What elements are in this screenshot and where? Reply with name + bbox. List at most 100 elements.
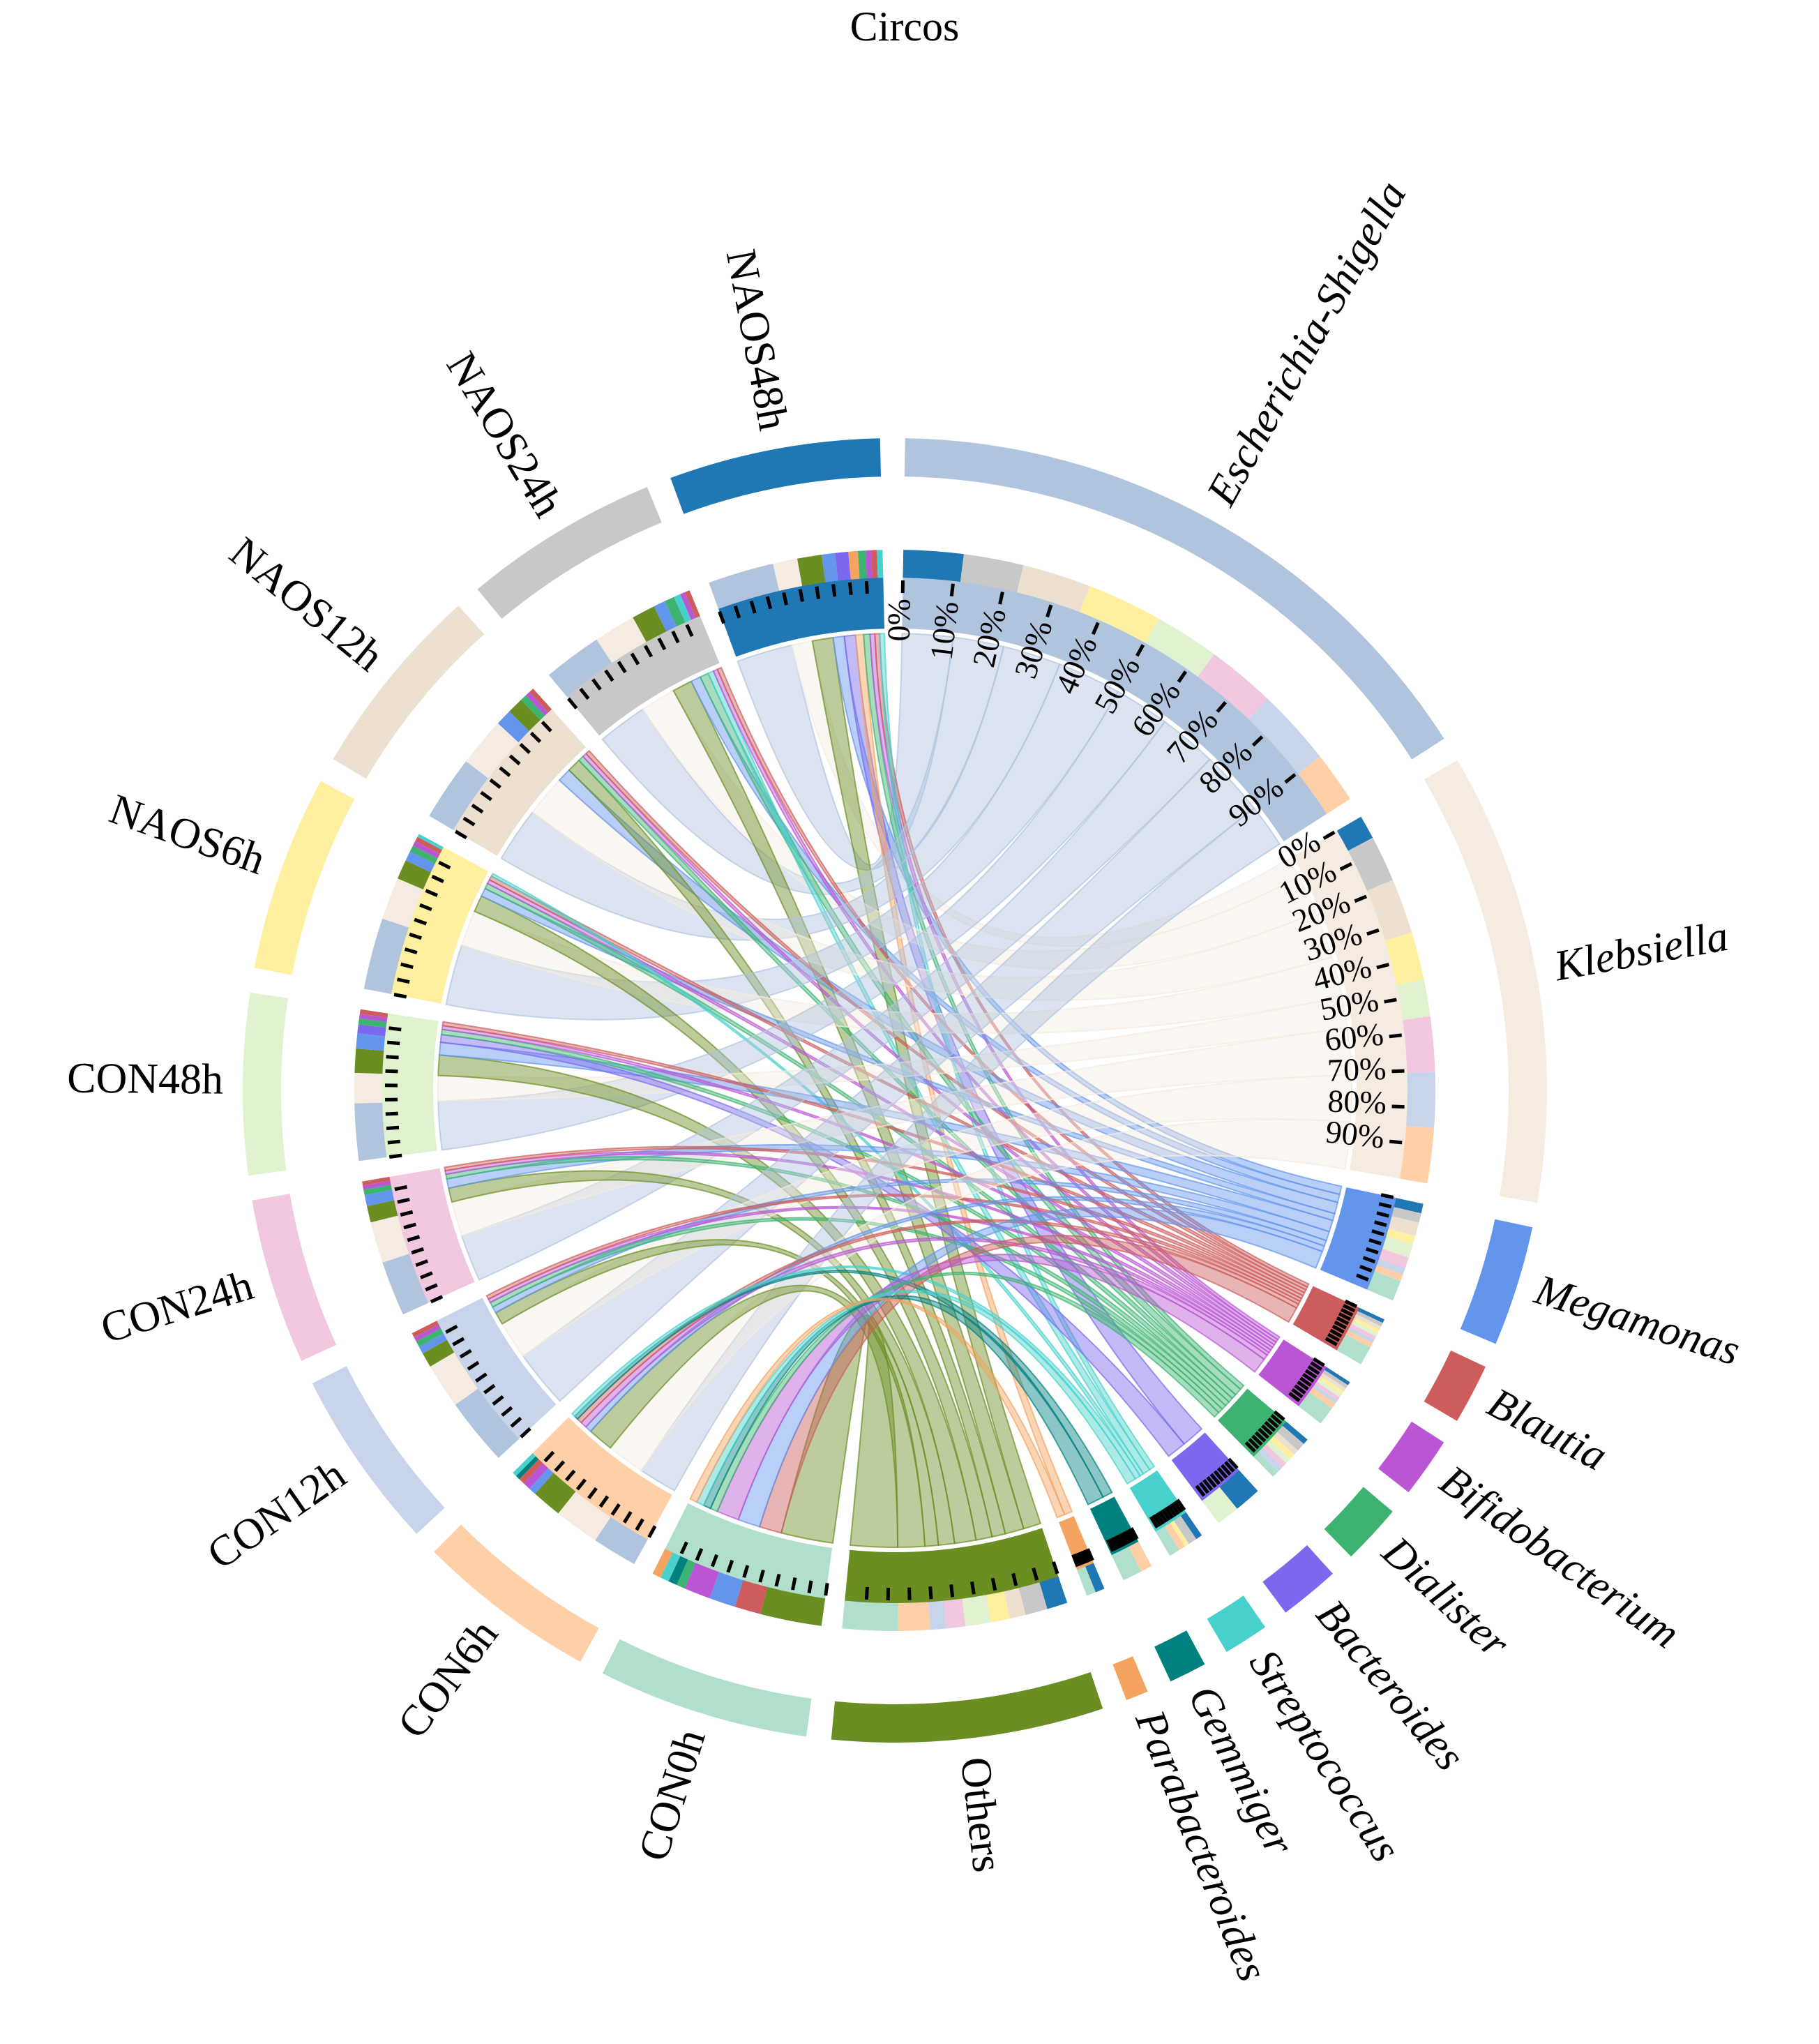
tick-dialister-3 xyxy=(1264,1420,1276,1432)
stack-bifidobacterium-naos24h xyxy=(1322,1369,1348,1389)
tick-naos24h-7 xyxy=(657,637,667,651)
stack-con48h-others xyxy=(354,1049,384,1074)
stack-con6h-streptococcus xyxy=(513,1453,536,1476)
outer-arc-bacteroides xyxy=(1262,1545,1333,1613)
tick-klebsiella-8 xyxy=(1391,1104,1405,1109)
stack-streptococcus-naos48h xyxy=(1180,1512,1202,1540)
chord-con6h-bifidobacterium xyxy=(580,1237,1269,1428)
tick-megamonas-7 xyxy=(1362,1256,1376,1264)
tick-con24h-0 xyxy=(430,1295,444,1304)
tick-con24h-1 xyxy=(425,1283,438,1292)
stack-con12h-bifidobacterium xyxy=(414,1324,441,1342)
tick-parabacteroides-0 xyxy=(1086,1548,1094,1561)
tick-gemmiger-2 xyxy=(1124,1530,1134,1543)
tick-dialister-9 xyxy=(1244,1441,1256,1453)
inner-arc-naos24h xyxy=(564,613,720,736)
tick-streptococcus-0 xyxy=(1175,1498,1186,1512)
tick-dialister-0 xyxy=(1273,1410,1285,1422)
tick-parabacteroides-9 xyxy=(1071,1554,1080,1568)
tick-blautia-0 xyxy=(1344,1299,1358,1309)
tick-naos48h-1 xyxy=(733,605,741,619)
outer-arc-con6h xyxy=(434,1524,599,1662)
stack-bifidobacterium-naos48h xyxy=(1324,1367,1350,1385)
tick-naos6h-7 xyxy=(425,889,438,897)
tick-naos12h-0 xyxy=(454,829,467,840)
stack-naos24h-streptococcus xyxy=(674,594,691,623)
tick-con0h-7 xyxy=(710,1554,719,1568)
stack-naos12h-others xyxy=(509,700,541,731)
tick-escherichia-shigella-6 xyxy=(1177,670,1188,683)
stack-con6h-klebsiella xyxy=(558,1491,611,1540)
stack-escherichia-shigella-naos48h xyxy=(903,550,964,582)
tick-con0h-2 xyxy=(790,1577,797,1591)
tick-bacteroides-6 xyxy=(1206,1475,1217,1488)
outer-arc-con0h xyxy=(602,1639,812,1737)
stack-con24h-blautia xyxy=(362,1176,391,1186)
tick-megamonas-4 xyxy=(1371,1229,1384,1236)
outer-arc-con12h xyxy=(312,1366,445,1534)
tick-megamonas-6 xyxy=(1366,1247,1379,1255)
tick-escherichia-shigella-5 xyxy=(1135,644,1145,657)
tick-con0h-9 xyxy=(679,1541,688,1554)
chord-con24h-dialister xyxy=(445,1156,1227,1411)
tick-con6h-9 xyxy=(543,1450,555,1463)
stack-naos6h-megamonas xyxy=(405,851,435,873)
stack-blautia-con12h xyxy=(1348,1327,1375,1344)
stack-naos6h-streptococcus xyxy=(417,834,444,850)
stack-con0h-dialister xyxy=(677,1559,696,1589)
tick-others-2 xyxy=(1011,1572,1018,1586)
tick-naos12h-5 xyxy=(499,766,511,777)
stack-naos6h-bifidobacterium xyxy=(412,841,440,859)
stack-con48h-dialister xyxy=(358,1018,387,1028)
stack-others-naos48h xyxy=(1039,1576,1068,1609)
tick-naos24h-9 xyxy=(685,624,694,638)
stack-bifidobacterium-con48h xyxy=(1316,1378,1342,1398)
tick-escherichia-shigella-8 xyxy=(1251,735,1264,747)
tick-klebsiella-9 xyxy=(1389,1139,1403,1145)
tick-bacteroides-7 xyxy=(1202,1479,1214,1491)
stack-naos12h-dialister xyxy=(521,695,545,721)
stack-megamonas-naos12h xyxy=(1388,1216,1419,1237)
tick-megamonas-1 xyxy=(1378,1202,1392,1209)
stack-streptococcus-naos24h xyxy=(1173,1516,1197,1545)
stack-con48h-klebsiella xyxy=(354,1072,383,1104)
tick-con12h-4 xyxy=(483,1383,496,1395)
stack-naos24h-dialister xyxy=(664,596,686,626)
tick-blautia-1 xyxy=(1342,1303,1356,1313)
label-con24h: CON24h xyxy=(96,1261,259,1353)
inner-arc-con24h xyxy=(386,1168,475,1305)
stack-naos12h-blautia xyxy=(529,689,552,713)
tick-klebsiella-6 xyxy=(1389,1033,1402,1039)
outer-arc-dialister xyxy=(1324,1487,1393,1557)
tick-con6h-3 xyxy=(610,1503,621,1516)
stack-con0h-megamonas xyxy=(709,1572,744,1607)
outer-arc-klebsiella xyxy=(1424,760,1547,1203)
tick-con6h-6 xyxy=(575,1478,587,1491)
label-con0h: CON0h xyxy=(630,1724,715,1866)
tick-con12h-8 xyxy=(452,1337,465,1346)
pct-klebsiella-9: 90% xyxy=(1324,1113,1386,1155)
tick-naos12h-2 xyxy=(471,804,484,814)
tick-blautia-8 xyxy=(1327,1332,1341,1342)
tick-others-0 xyxy=(1052,1561,1059,1575)
stack-klebsiella-naos24h xyxy=(1348,837,1393,891)
tick-bacteroides-2 xyxy=(1220,1464,1232,1476)
stack-naos48h-dialister xyxy=(857,550,867,579)
tick-others-3 xyxy=(990,1577,997,1591)
stack-con48h-bifidobacterium xyxy=(358,1014,388,1022)
tick-naos24h-6 xyxy=(643,645,654,658)
label-naos6h: NAOS6h xyxy=(104,786,271,884)
tick-naos6h-4 xyxy=(409,932,422,940)
inner-arc-others xyxy=(844,1528,1059,1607)
tick-gemmiger-1 xyxy=(1126,1528,1136,1542)
stack-megamonas-con12h xyxy=(1377,1258,1405,1275)
chord-con12h-others xyxy=(495,1239,939,1547)
stack-megamonas-con48h xyxy=(1382,1236,1413,1258)
stack-con24h-megamonas xyxy=(364,1189,395,1206)
tick-streptococcus-9 xyxy=(1149,1516,1159,1528)
tick-gemmiger-0 xyxy=(1129,1527,1139,1540)
chord-con48h-escherichia-shigella xyxy=(437,691,1166,1151)
tick-con48h-8 xyxy=(386,1040,400,1046)
outer-arc-escherichia-shigella xyxy=(904,438,1444,760)
